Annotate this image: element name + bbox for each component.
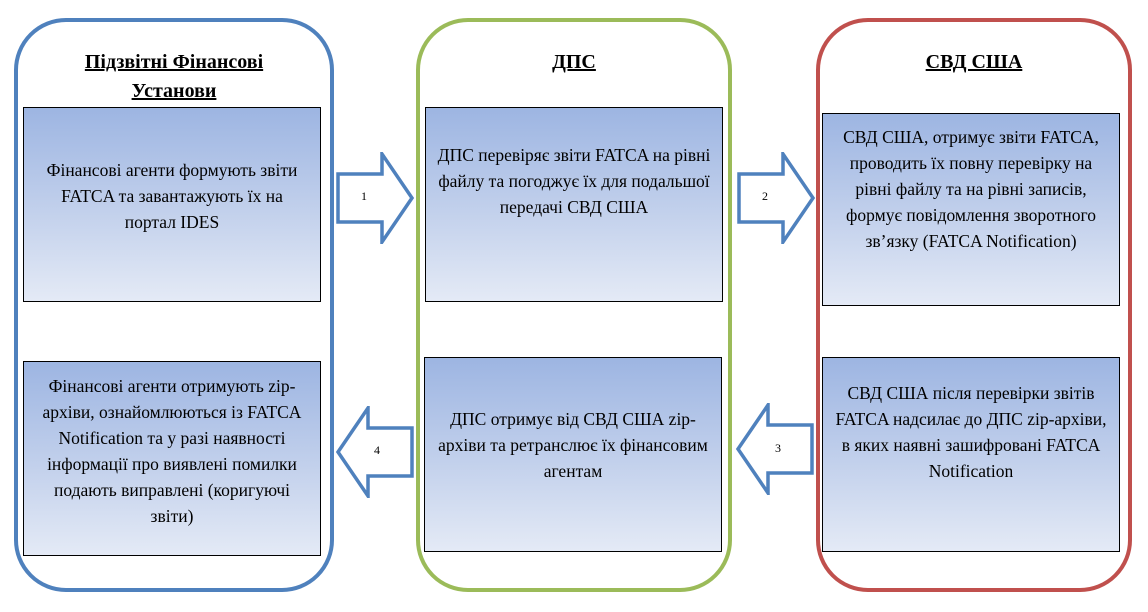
step-text: СВД США після перевірки звітів FATCA над… xyxy=(835,383,1107,481)
arrow-right-icon xyxy=(737,152,816,244)
lane-title-irs: СВД США xyxy=(925,51,1023,73)
arrow-left-icon xyxy=(735,403,814,495)
arrow-left-icon xyxy=(335,406,414,498)
step-box-fi-receive: Фінансові агенти отримують zip-архіви, о… xyxy=(23,361,321,556)
step-box-irs-process: СВД США, отримує звіти FATCA, проводить … xyxy=(822,113,1120,306)
arrow-3-label: 3 xyxy=(775,441,781,455)
step-box-dps-relay: ДПС отримує від СВД США zip-архіви та ре… xyxy=(424,357,722,552)
step-text: ДПС отримує від СВД США zip-архіви та ре… xyxy=(438,409,708,481)
arrow-right-icon xyxy=(336,152,415,244)
step-text: Фінансові агенти отримують zip-архіви, о… xyxy=(42,376,302,526)
lane-title-financial-institutions: Підзвітні Фінансові Установи xyxy=(84,51,264,102)
lane-title-dps: ДПС xyxy=(552,51,596,73)
step-box-irs-send: СВД США після перевірки звітів FATCA над… xyxy=(822,357,1120,552)
arrow-2-shape xyxy=(737,152,816,244)
step-text: ДПС перевіряє звіти FATCA на рівні файлу… xyxy=(437,145,711,217)
step-box-fi-submit: Фінансові агенти формують звіти FATCA та… xyxy=(23,107,321,302)
arrow-4-label: 4 xyxy=(374,443,380,457)
arrow-1-label: 1 xyxy=(361,189,367,203)
arrow-1-shape xyxy=(336,152,415,244)
arrow-4-shape xyxy=(335,406,414,498)
step-box-dps-verify: ДПС перевіряє звіти FATCA на рівні файлу… xyxy=(425,107,723,302)
arrow-2-label: 2 xyxy=(762,189,768,203)
arrow-3-shape xyxy=(735,403,814,495)
step-text: СВД США, отримує звіти FATCA, проводить … xyxy=(843,127,1099,251)
step-text: Фінансові агенти формують звіти FATCA та… xyxy=(46,160,298,232)
